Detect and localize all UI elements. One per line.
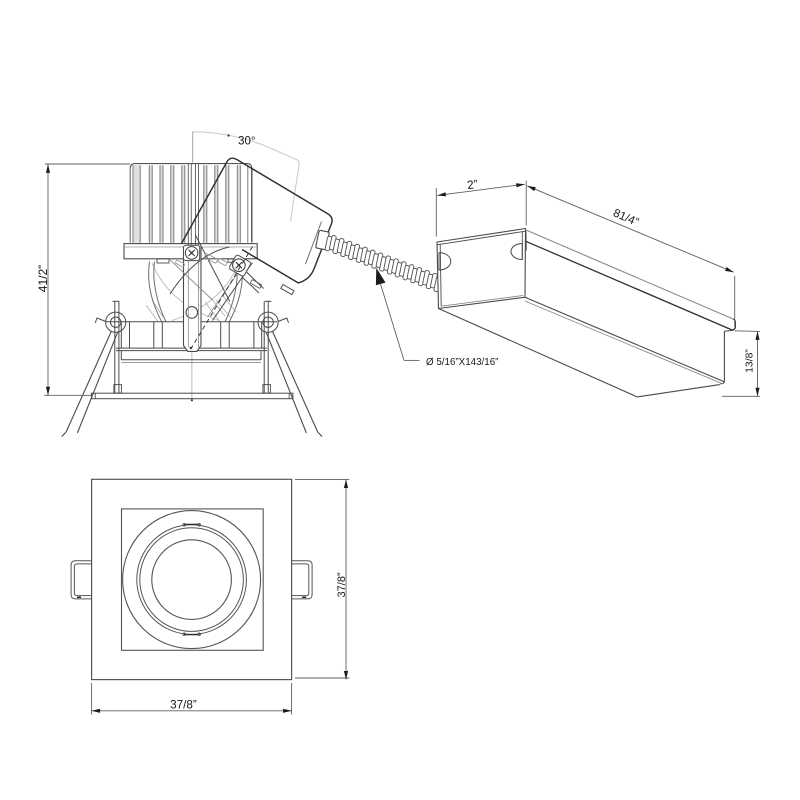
svg-text:13/8”: 13/8” xyxy=(745,349,756,373)
svg-text:41/2”: 41/2” xyxy=(36,265,50,292)
svg-text:37/8”: 37/8” xyxy=(336,572,348,597)
svg-text:2”: 2” xyxy=(466,177,478,192)
svg-text:37/8”: 37/8” xyxy=(170,699,197,712)
svg-text:Ø 5/16”X143/16”: Ø 5/16”X143/16” xyxy=(426,357,498,368)
svg-text:30°: 30° xyxy=(238,135,256,148)
